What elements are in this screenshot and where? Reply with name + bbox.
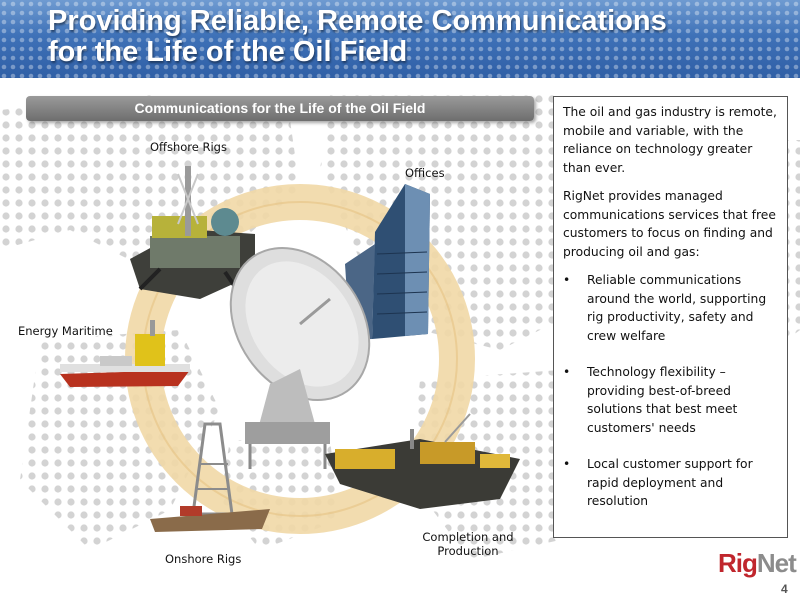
offshore-rig-image bbox=[130, 166, 255, 299]
services-paragraph: RigNet provides managed communications s… bbox=[563, 189, 776, 259]
label-completion-line-2: Production bbox=[437, 544, 499, 558]
section-banner: Communications for the Life of the Oil F… bbox=[26, 96, 534, 121]
bullet-marker: • bbox=[563, 273, 571, 287]
label-onshore-rigs: Onshore Rigs bbox=[165, 552, 242, 566]
benefit-item: • Technology flexibility – providing bes… bbox=[563, 363, 779, 437]
description-text-box: The oil and gas industry is remote, mobi… bbox=[553, 96, 788, 538]
production-platform-image bbox=[325, 413, 520, 509]
bullet-marker: • bbox=[563, 365, 571, 379]
maritime-vessel-image bbox=[60, 320, 190, 387]
benefit-item: • Reliable communications around the wor… bbox=[563, 271, 779, 345]
label-completion-line-1: Completion and bbox=[422, 530, 514, 544]
label-offshore-rigs: Offshore Rigs bbox=[150, 140, 227, 154]
logo-rig: Rig bbox=[718, 548, 758, 578]
title-header: Providing Reliable, Remote Communication… bbox=[0, 0, 800, 78]
benefit-text: Reliable communications around the world… bbox=[587, 273, 767, 343]
onshore-rig-image bbox=[150, 422, 270, 532]
label-offices: Offices bbox=[405, 166, 445, 180]
benefit-text: Local customer support for rapid deploym… bbox=[587, 457, 753, 508]
oilfield-illustration bbox=[60, 166, 520, 534]
label-completion-production: Completion and Production bbox=[418, 530, 518, 558]
header-dot-pattern bbox=[0, 0, 800, 78]
bullet-marker: • bbox=[563, 457, 571, 471]
slide-title: Providing Reliable, Remote Communication… bbox=[48, 6, 667, 68]
page-number: 4 bbox=[781, 582, 788, 596]
benefit-item: • Local customer support for rapid deplo… bbox=[563, 455, 779, 511]
benefit-text: Technology flexibility – providing best-… bbox=[587, 365, 738, 435]
label-energy-maritime: Energy Maritime bbox=[18, 324, 113, 338]
intro-paragraph: The oil and gas industry is remote, mobi… bbox=[563, 105, 777, 175]
rignet-logo: RigNet bbox=[718, 548, 797, 579]
title-line-2: for the Life of the Oil Field bbox=[48, 36, 408, 68]
title-line-1: Providing Reliable, Remote Communication… bbox=[48, 5, 667, 37]
logo-net: Net bbox=[756, 548, 797, 578]
benefit-list: • Reliable communications around the wor… bbox=[563, 271, 779, 511]
satellite-dish-image bbox=[229, 246, 371, 469]
